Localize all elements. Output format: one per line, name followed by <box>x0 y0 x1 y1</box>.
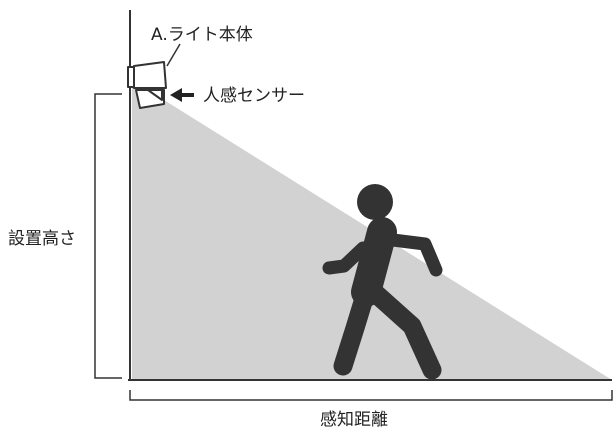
left-arrow-icon <box>170 88 194 102</box>
motion-sensor-label: 人感センサー <box>203 86 305 106</box>
wall-light-icon <box>127 61 167 109</box>
install-height-label: 設置高さ <box>8 229 76 249</box>
light-body-label: A.ライト本体 <box>151 25 253 45</box>
detection-distance-label: 感知距離 <box>320 410 388 430</box>
detection-distance-bracket <box>129 390 613 401</box>
light-body-leader <box>166 43 181 67</box>
install-height-bracket <box>94 93 122 379</box>
walking-person-icon <box>322 184 443 380</box>
